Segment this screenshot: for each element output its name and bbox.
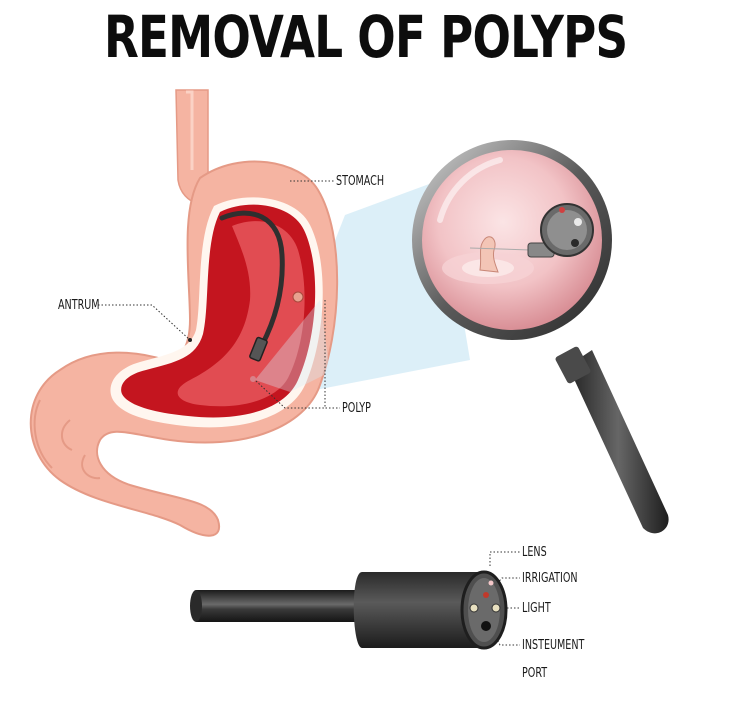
label-polyp: POLYP: [342, 401, 371, 416]
label-instrument-port-2: PORT: [522, 666, 548, 681]
label-irrigation: IRRIGATION: [522, 571, 578, 586]
endoscope-tip: [249, 336, 268, 362]
page-title: REMOVAL OF POLYPS: [104, 3, 628, 71]
label-lens: LENS: [522, 545, 547, 560]
label-antrum: ANTRUM: [58, 298, 100, 313]
light-point: [491, 603, 501, 613]
polyp-zoomed: [479, 236, 499, 273]
label-light: LIGHT: [522, 601, 551, 616]
label-instrument-port-1: INSTEUMENT: [522, 638, 585, 653]
label-stomach: STOMACH: [336, 174, 385, 189]
irrigation-point: [483, 592, 489, 598]
polyp-mark: [292, 291, 304, 303]
lens-point: [488, 580, 494, 586]
instrument-port-point: [481, 621, 491, 631]
endoscope-cable: [219, 210, 285, 348]
endoscope-head: [353, 572, 484, 648]
light-point-2: [469, 603, 479, 613]
magnifier-handle: [568, 350, 669, 534]
magnifier-lens: [422, 150, 602, 330]
endoscope-tube: [196, 590, 370, 622]
